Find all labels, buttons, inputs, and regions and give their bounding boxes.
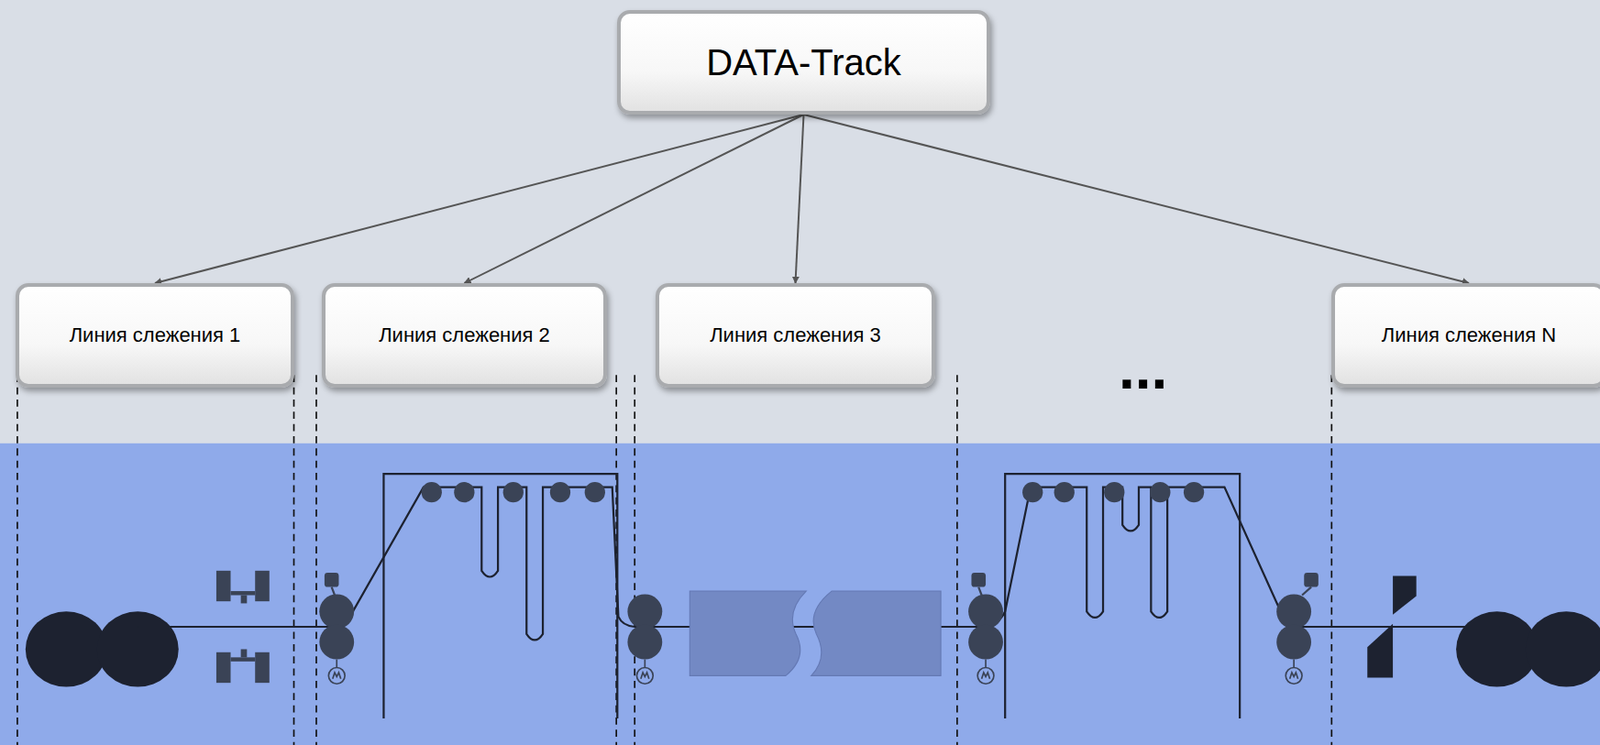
- welder: [216, 571, 270, 684]
- tracking-line-box: Линия слежения 3: [655, 283, 936, 388]
- connector-arrow: [804, 114, 1470, 284]
- strip: [137, 474, 1501, 719]
- box-text: Линия слежения 2: [378, 323, 551, 348]
- zone-dividers: [17, 375, 1332, 745]
- system-box: DATA-Track: [617, 10, 991, 115]
- connector-arrow: [464, 114, 805, 284]
- connector-arrow: [795, 114, 805, 284]
- box-text: Линия слежения 3: [709, 323, 882, 348]
- furnace: [689, 591, 941, 676]
- tracking-line-box: Линия слежения 2: [321, 283, 607, 388]
- line-band: [0, 443, 1600, 745]
- tracking-line-box: Линия слежения N: [1331, 283, 1600, 388]
- tracking-line-box: Линия слежения 1: [15, 283, 295, 388]
- continuation-dots: ...: [1118, 339, 1168, 398]
- box-text: Линия слежения N: [1381, 323, 1556, 348]
- box-text: DATA-Track: [706, 40, 902, 85]
- connector-arrow: [154, 114, 805, 284]
- box-text: Линия слежения 1: [69, 323, 242, 348]
- tension-gauges: [324, 573, 1319, 596]
- shear: [1367, 575, 1416, 678]
